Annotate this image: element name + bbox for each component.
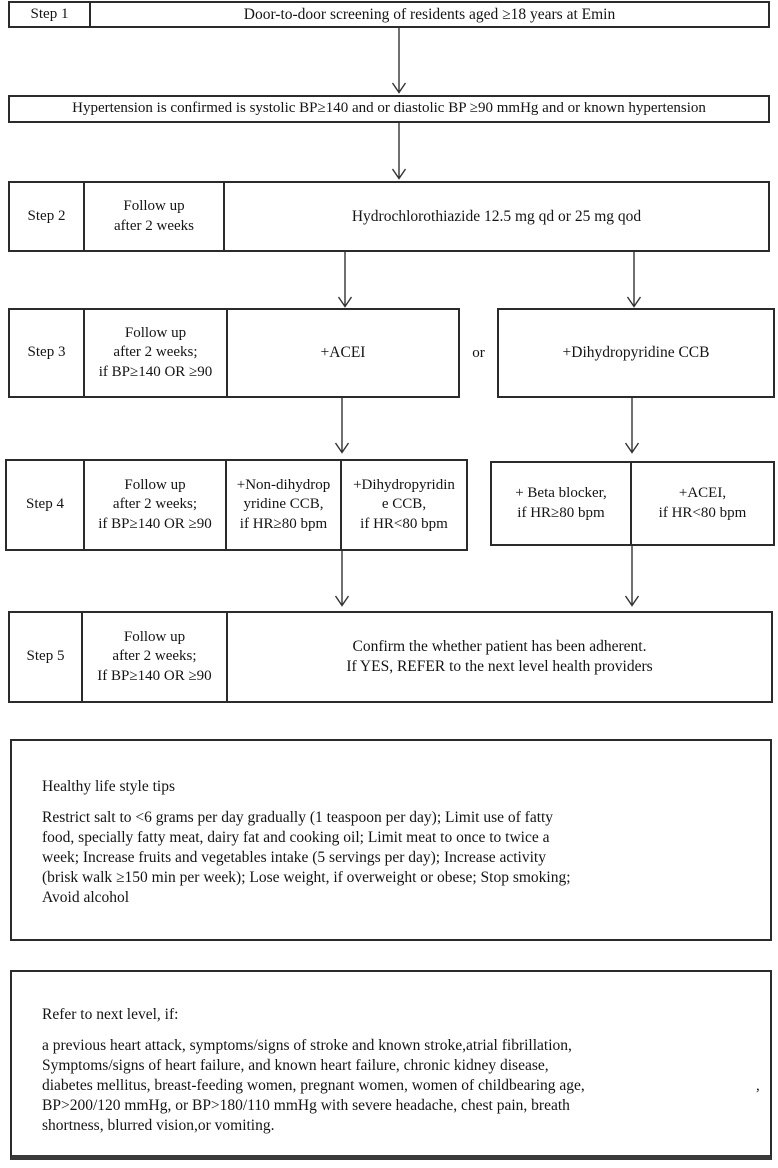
arrow-acei-to-step4-icon [334,398,350,454]
arrow-step4-left-to-step5-icon [334,551,350,607]
step3-label-cell: Step 3 [27,344,66,361]
step4-beta-cell: + Beta blocker, if HR≥80 bpm [515,485,607,521]
step3-ccb-box: +Dihydropyridine CCB [497,308,775,398]
step2-row: Step 2 Follow up after 2 weeks Hydrochlo… [8,181,770,252]
step4-dihydro-cell: +Dihydropyridin e CCB, if HR<80 bpm [340,461,466,549]
arrow-step4-right-to-step5-icon [624,546,640,607]
step4-acei-cell: +ACEI, if HR<80 bpm [630,463,773,544]
step4-nondihydro-cell: +Non-dihydrop yridine CCB, if HR≥80 bpm [225,461,340,549]
confirm-text: Hypertension is confirmed is systolic BP… [72,100,706,117]
refer-body: a previous heart attack, symptoms/signs … [42,1037,585,1134]
step2-drug-cell: Hydrochlorothiazide 12.5 mg qd or 25 mg … [223,183,768,250]
step4-right-box: + Beta blocker, if HR≥80 bpm +ACEI, if H… [490,461,775,546]
confirm-box: Hypertension is confirmed is systolic BP… [8,95,770,123]
step3-ccb-cell: +Dihydropyridine CCB [562,344,710,362]
tips-box: Healthy life style tips Restrict salt to… [10,739,772,941]
step4-label-cell: Step 4 [26,496,64,513]
step3-acei-cell: +ACEI [226,310,458,396]
arrow-ccb-to-step4-icon [624,398,640,454]
refer-title: Refer to next level, if: [42,1006,179,1023]
step1-label-cell: Step 1 [30,5,69,22]
arrow-confirm-to-step2-icon [391,123,407,180]
refer-box: Refer to next level, if: a previous hear… [10,970,772,1160]
step2-label-cell: Step 2 [27,207,66,224]
step5-followup-cell: Follow up after 2 weeks; If BP≥140 OR ≥9… [81,613,226,701]
step3-followup-cell: Follow up after 2 weeks; if BP≥140 OR ≥9… [83,310,226,396]
arrow-step1-to-confirm-icon [391,28,407,94]
arrow-step2-to-ccb-icon [626,252,642,308]
step4-followup-cell: Follow up after 2 weeks; if BP≥140 OR ≥9… [83,461,225,549]
step1-row: Step 1 Door-to-door screening of residen… [8,1,770,28]
or-label: or [472,344,485,361]
tips-title: Healthy life style tips [42,778,176,795]
step2-followup-cell: Follow up after 2 weeks [83,183,223,250]
step4-box: Step 4 Follow up after 2 weeks; if BP≥14… [5,459,468,551]
stray-comma: , [756,1078,760,1094]
step3-box: Step 3 Follow up after 2 weeks; if BP≥14… [8,308,460,398]
step5-confirm-cell: Confirm the whether patient has been adh… [226,613,771,701]
step5-label-cell: Step 5 [26,648,65,665]
arrow-step2-to-acei-icon [337,252,353,308]
tips-body: Restrict salt to <6 grams per day gradua… [42,809,571,906]
step5-row: Step 5 Follow up after 2 weeks; If BP≥14… [8,611,773,703]
step1-action-cell: Door-to-door screening of residents aged… [89,3,768,26]
